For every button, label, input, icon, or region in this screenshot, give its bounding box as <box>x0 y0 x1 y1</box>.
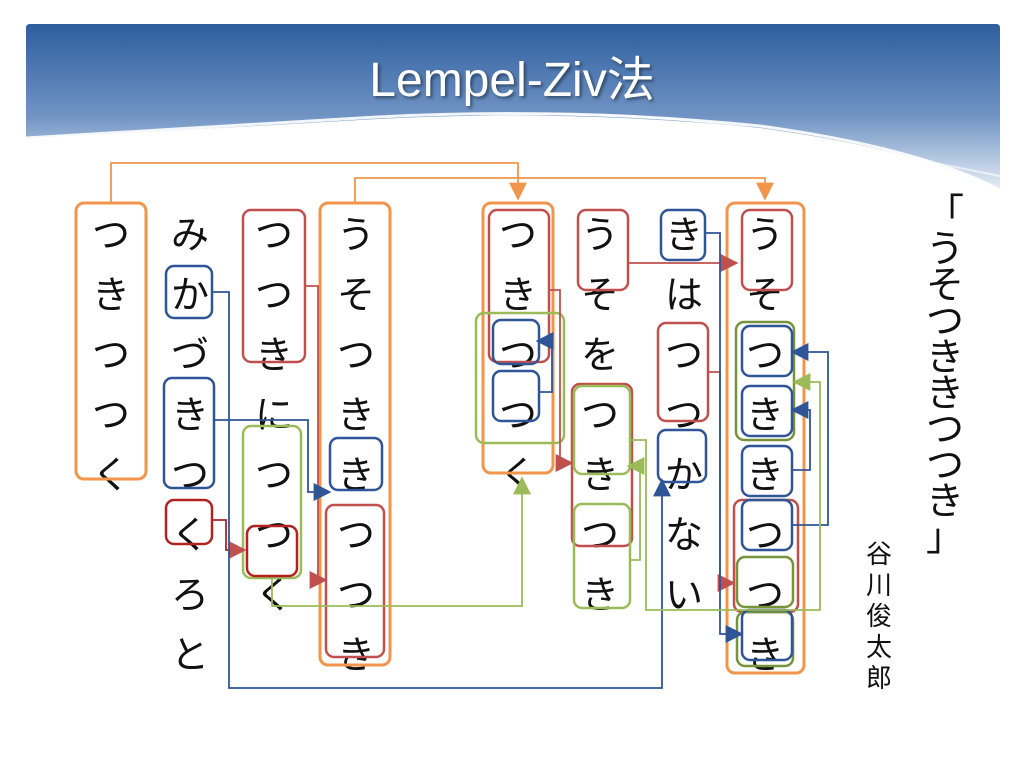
reference-arrow-blue <box>790 343 829 526</box>
poem-char: つ <box>336 333 375 377</box>
title-char: 郎 <box>865 664 892 694</box>
poem-title: 「うそつききつつき」 <box>915 191 975 559</box>
poem-char: つ <box>498 333 537 377</box>
poem-char: き <box>254 333 293 377</box>
poem-char: つ <box>170 453 209 497</box>
poem-char: き <box>91 273 130 317</box>
poem-column: みかづきつくろと <box>162 205 218 685</box>
poem-char: き <box>745 453 784 497</box>
poem-column: うそをつきつき <box>572 205 628 625</box>
poem-char: つ <box>91 393 130 437</box>
poem-char: き <box>580 453 619 497</box>
poem-char: そ <box>580 273 619 317</box>
title-char: 川 <box>865 571 892 601</box>
poem-char: き <box>170 393 209 437</box>
reference-arrow-green <box>271 476 531 607</box>
poem-char: く <box>254 573 293 617</box>
poem-column: きはつつかない <box>656 205 712 625</box>
poem-column: うそつききつつき <box>328 205 384 685</box>
title-char: き <box>925 371 964 415</box>
slide-title: Lempel-Ziv法 <box>369 54 655 107</box>
reference-arrow-green <box>626 457 645 561</box>
poem-char: つ <box>580 393 619 437</box>
poem-char: か <box>170 273 209 317</box>
title-char: つ <box>925 407 964 451</box>
poem-char: は <box>664 273 703 317</box>
title-char: 」 <box>925 515 964 559</box>
poem-column: つきつつく <box>490 205 546 505</box>
poem-column: つきつつく <box>83 205 139 505</box>
title-char: つ <box>925 443 964 487</box>
title-char: 太 <box>865 633 892 663</box>
poem-char: つ <box>91 213 130 257</box>
reference-arrow-red <box>549 289 574 472</box>
poem-char: つ <box>745 573 784 617</box>
poem-char: つ <box>664 333 703 377</box>
poem-char: そ <box>336 273 375 317</box>
poem-char: く <box>91 453 130 497</box>
poem-char: う <box>336 213 375 257</box>
poem-char: き <box>336 633 375 677</box>
poem-char: つ <box>254 453 293 497</box>
poem-char: き <box>498 273 537 317</box>
poem-char: つ <box>254 273 293 317</box>
title-char: う <box>925 227 964 271</box>
poem-char: き <box>336 453 375 497</box>
poem-column: つつきにつつく <box>246 205 302 625</box>
poem-char: う <box>580 213 619 257</box>
poem-char: く <box>498 453 537 497</box>
poem-char: つ <box>336 573 375 617</box>
poem-char: い <box>664 573 703 617</box>
poem-char: き <box>745 393 784 437</box>
title-char: き <box>925 335 964 379</box>
poem-column: うそつききつつき <box>737 205 793 685</box>
poem-char: つ <box>336 513 375 557</box>
poem-char: き <box>745 633 784 677</box>
poem-char: そ <box>745 273 784 317</box>
poem-char: か <box>664 453 703 497</box>
title-char: つ <box>925 299 964 343</box>
reference-arrow-blue <box>790 401 811 471</box>
poem-char: く <box>170 513 209 557</box>
poem-char: つ <box>745 333 784 377</box>
poem-char: つ <box>664 393 703 437</box>
poem-char: き <box>336 393 375 437</box>
poem-char: を <box>580 333 619 377</box>
poem-char: つ <box>498 393 537 437</box>
title-char: 俊 <box>865 602 892 632</box>
title-char: そ <box>925 263 964 307</box>
title-char: 谷 <box>865 540 892 570</box>
poem-char: ろ <box>170 573 209 617</box>
slide-header-banner <box>25 24 1001 192</box>
poem-char: つ <box>745 513 784 557</box>
poem-author: 谷川俊太郎 <box>862 540 896 695</box>
poem-char: き <box>664 213 703 257</box>
poem-char: つ <box>91 333 130 377</box>
title-char: き <box>925 479 964 523</box>
reference-arrow-red <box>305 285 328 589</box>
poem-char: に <box>254 393 293 437</box>
poem-char: う <box>745 213 784 257</box>
poem-char: づ <box>170 333 209 377</box>
poem-char: つ <box>254 213 293 257</box>
poem-char: つ <box>498 213 537 257</box>
poem-char: み <box>170 213 209 257</box>
poem-char: と <box>170 633 209 677</box>
poem-char: つ <box>254 513 293 557</box>
poem-char: つ <box>580 513 619 557</box>
title-char: 「 <box>925 191 964 235</box>
poem-char: き <box>580 573 619 617</box>
poem-char: な <box>664 513 703 557</box>
